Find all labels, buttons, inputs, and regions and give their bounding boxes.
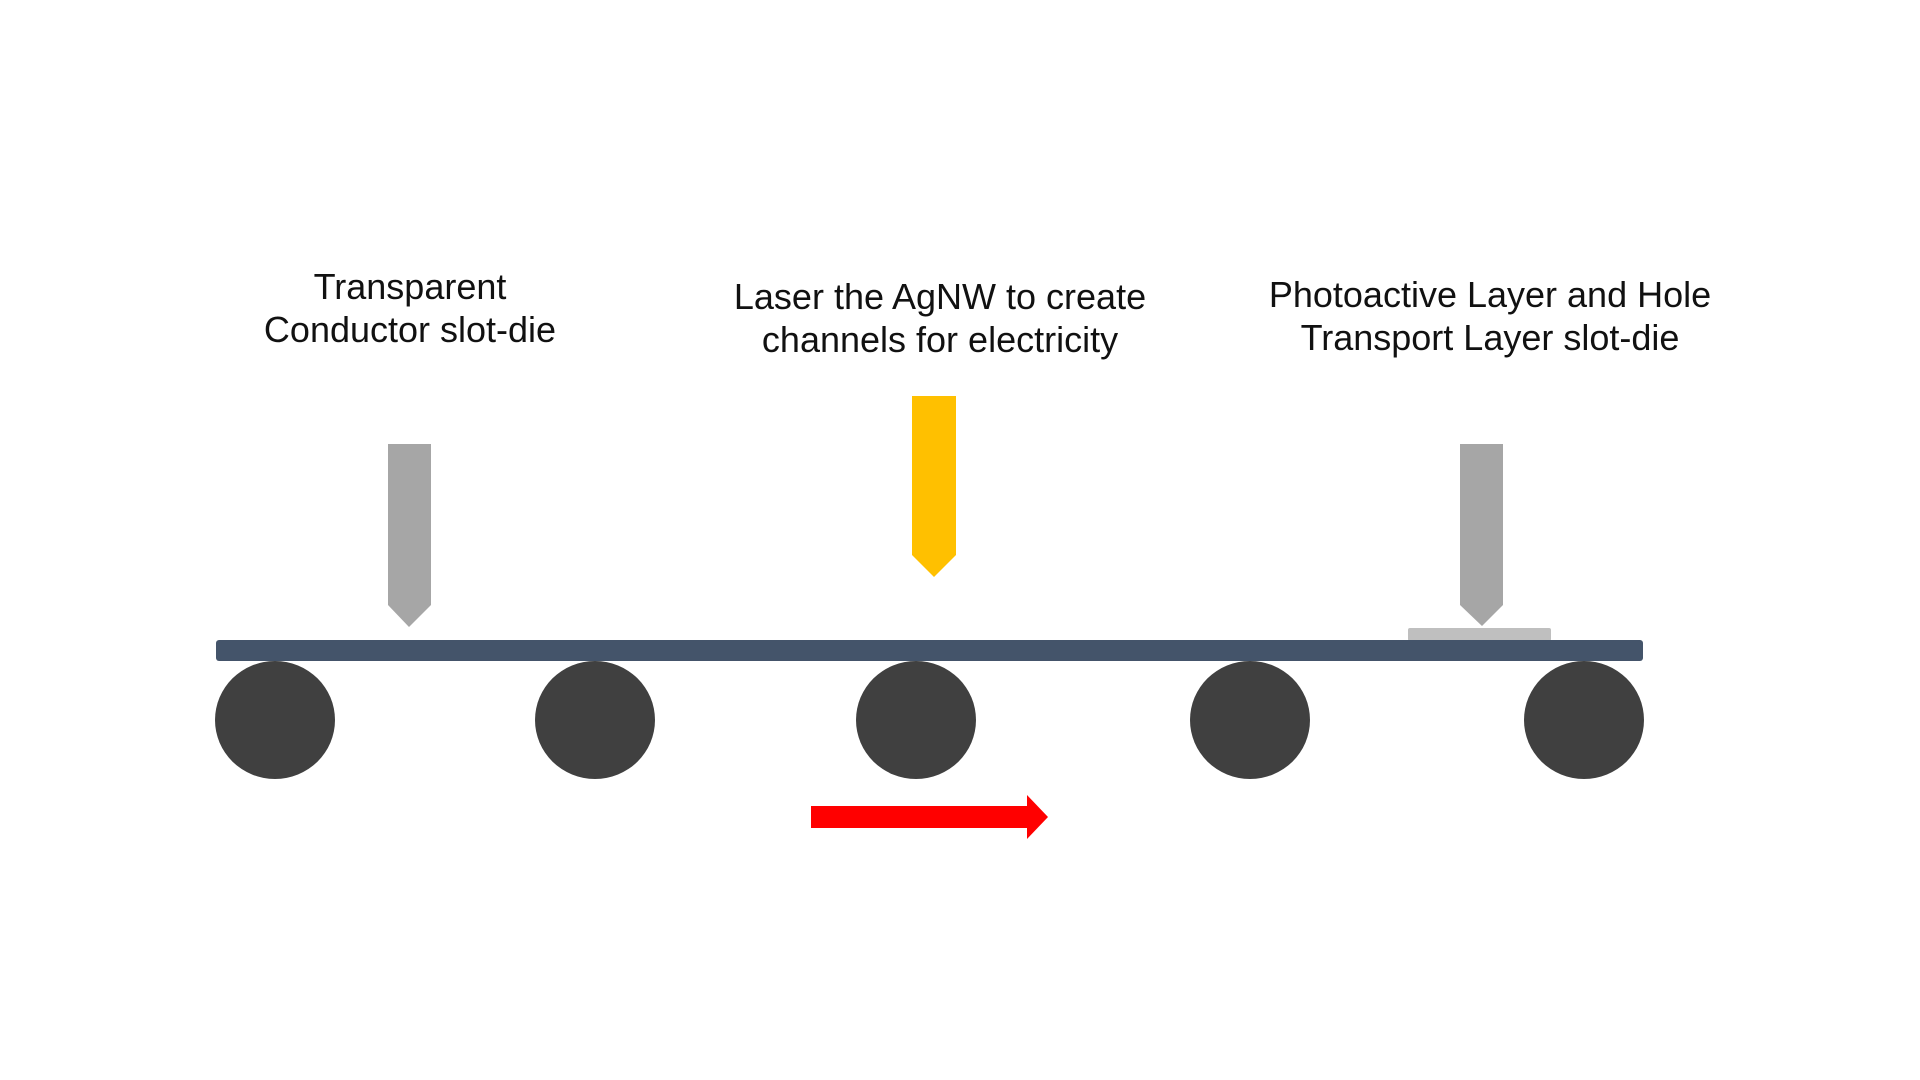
laser-arrow — [912, 396, 956, 577]
roller-5 — [1524, 661, 1644, 779]
photoactive-slot-die-arrow — [1460, 444, 1503, 626]
conductor-label-line2: Conductor slot-die — [263, 309, 557, 350]
roller-4 — [1190, 661, 1310, 779]
web-direction-arrow — [811, 795, 1048, 839]
roller-1 — [215, 661, 335, 779]
deposited-coating-strip — [1408, 628, 1551, 641]
conductor-slot-die-arrow — [388, 444, 431, 627]
photoactive-slot-die-label: Photoactive Layer and Hole Transport Lay… — [1240, 273, 1740, 359]
laser-label-line2: channels for electricity — [761, 319, 1119, 360]
laser-label: Laser the AgNW to create channels for el… — [690, 275, 1190, 361]
roller-3 — [856, 661, 976, 779]
photoactive-label-line1: Photoactive Layer and Hole — [1268, 274, 1712, 315]
conductor-label-line1: Transparent — [313, 266, 507, 307]
substrate-web — [216, 640, 1643, 661]
laser-label-line1: Laser the AgNW to create — [733, 276, 1147, 317]
roller-2 — [535, 661, 655, 779]
photoactive-label-line2: Transport Layer slot-die — [1300, 317, 1680, 358]
conductor-slot-die-label: Transparent Conductor slot-die — [230, 265, 590, 351]
